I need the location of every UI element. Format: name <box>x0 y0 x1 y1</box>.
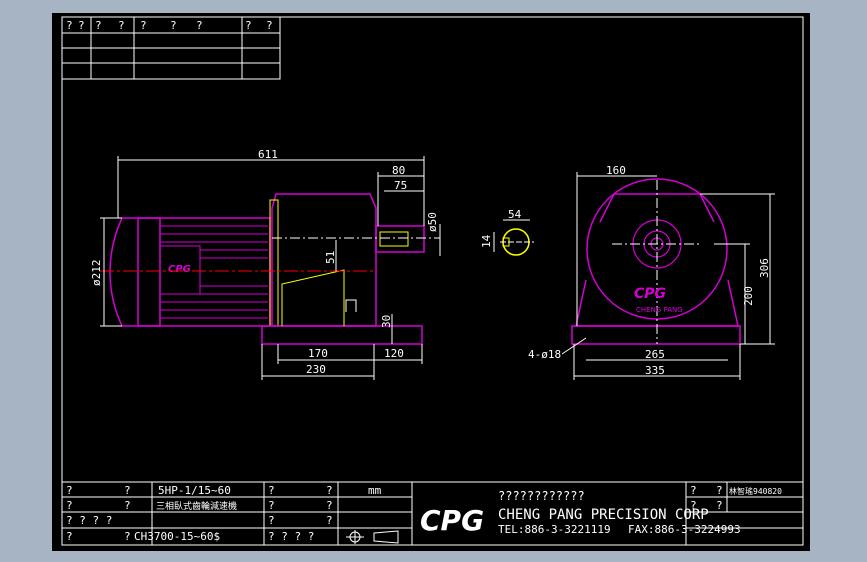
tb-r3-c1: ? ? ? ? <box>66 514 112 527</box>
tb-r1-c4: ? <box>268 484 275 497</box>
company-logo: CPG <box>420 504 484 537</box>
tb-right-r1-c2: ? <box>716 484 723 497</box>
dim-front-160: 160 <box>606 164 626 177</box>
dim-key-width: 54 <box>508 208 522 221</box>
dim-motor-diameter: ø212 <box>90 260 103 287</box>
tb-r1-c5: ? <box>326 484 333 497</box>
dim-shaft-diameter: ø50 <box>426 212 439 232</box>
company-name-cn: ???????????? <box>498 489 585 503</box>
tb-r2-c5: ? <box>326 499 333 512</box>
tb-right-r1-c1: ? <box>690 484 697 497</box>
tb-right-r2-c1: ? <box>690 499 697 512</box>
rev-header-8: ? <box>245 19 252 32</box>
rev-header-2: ? <box>78 19 85 32</box>
dim-base-170: 170 <box>308 347 328 360</box>
company-fax: FAX:886-3-3224993 <box>628 523 741 536</box>
dim-front-200: 200 <box>742 286 755 306</box>
dim-base-120: 120 <box>384 347 404 360</box>
dim-key-height: 14 <box>480 234 493 248</box>
rev-header-7: ? <box>196 19 203 32</box>
dim-shaft-80: 80 <box>392 164 405 177</box>
tb-r4-c2: ? <box>124 530 131 543</box>
dim-front-335: 335 <box>645 364 665 377</box>
motor-logo: CPG <box>168 264 191 275</box>
side-view: CPG <box>100 193 440 345</box>
revision-block <box>61 16 281 80</box>
company-tel: TEL:886-3-3221119 <box>498 523 611 536</box>
dim-overall-length: 611 <box>258 148 278 161</box>
tb-right-date: 林智瑤940820 <box>729 486 782 496</box>
tb-description: 三相臥式齒輪減速機 <box>156 500 237 512</box>
tb-r1-c1: ? <box>66 484 73 497</box>
dim-base-230: 230 <box>306 363 326 376</box>
tb-r2-c2: ? <box>124 499 131 512</box>
tb-model: 5HP-1/15~60 <box>158 484 231 497</box>
tb-r4-c1: ? <box>66 530 73 543</box>
dim-front-306: 306 <box>758 258 771 278</box>
front-logo: CPG <box>634 286 666 302</box>
dim-front-265: 265 <box>645 348 665 361</box>
projection-symbol-icon <box>346 530 399 544</box>
rev-header-5: ? <box>140 19 147 32</box>
tb-r4-c4: ? ? ? ? <box>268 530 314 543</box>
tb-r2-c4: ? <box>268 499 275 512</box>
tb-r3-c4: ? <box>268 514 275 527</box>
rev-header-6: ? <box>170 19 177 32</box>
tb-part-no: CH3700-15~60$ <box>134 530 220 543</box>
front-view: CPG CHENG PANG <box>571 178 741 345</box>
side-view-dimensions <box>100 156 441 380</box>
keyway-detail <box>493 219 534 256</box>
tb-r1-c2: ? <box>124 484 131 497</box>
company-name-en: CHENG PANG PRECISION CORP <box>498 507 709 523</box>
dim-shaft-75: 75 <box>394 179 407 192</box>
front-view-dimensions <box>561 172 775 380</box>
rev-header-3: ? <box>95 19 102 32</box>
rev-header-9: ? <box>266 19 273 32</box>
dim-mount-holes: 4-ø18 <box>528 348 561 361</box>
title-block <box>61 481 804 546</box>
front-nameplate: CHENG PANG <box>636 306 683 314</box>
dim-shaft-offset: 51 <box>324 251 337 264</box>
tb-right-r2-c2: ? <box>716 499 723 512</box>
drawing-area <box>52 13 810 551</box>
tb-r3-c5: ? <box>326 514 333 527</box>
tb-unit: mm <box>368 484 382 497</box>
rev-header-4: ? <box>118 19 125 32</box>
tb-r2-c1: ? <box>66 499 73 512</box>
rev-header-1: ? <box>66 19 73 32</box>
dim-base-height: 30 <box>380 315 393 328</box>
